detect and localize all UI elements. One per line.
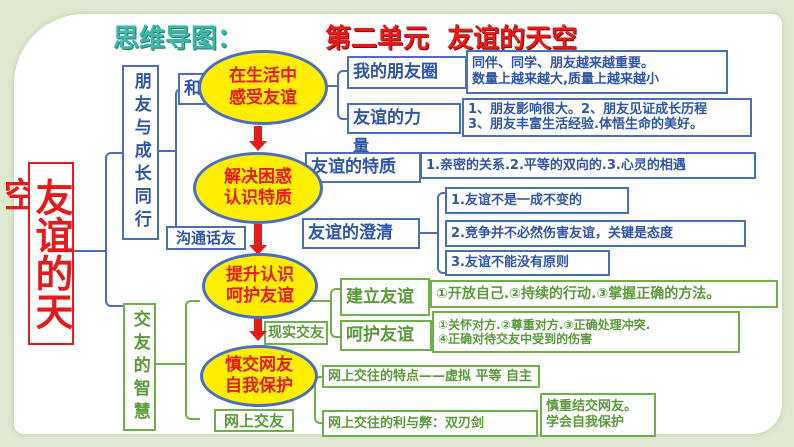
node-online-pros-cons: 网上交往的利与弊：双刃剑: [322, 410, 538, 437]
ellipse-feel-friendship: 在生活中感受友谊: [198, 50, 328, 125]
detail-my-circle: 同伴、同学、朋友越来越重要。数量上越来越大,质量上越来越小: [466, 50, 728, 94]
detail-care-friendship: ①关怀对方.②尊重对方.③正确处理冲突.④正确对待交友中受到的伤害: [432, 311, 740, 353]
node-care-friendship: 呵护友谊: [340, 320, 432, 351]
arrow-down-icon: [249, 318, 267, 341]
title-prefix: 思维导图：: [113, 24, 244, 54]
node-online-advice: 慎重结交网友。学会自我保护: [540, 393, 656, 437]
connector: [74, 250, 106, 252]
detail-friendship-traits: 1.亲密的关系.2.平等的双向的.3.心灵的相遇: [420, 152, 756, 179]
clarify-item: 3.友谊不能没有原则: [445, 250, 610, 276]
arrow-down-icon: [249, 224, 267, 255]
connector: [156, 363, 186, 365]
node-friendship-clarify: 友谊的澄清: [302, 218, 420, 249]
root-node: 友谊的天: [28, 162, 74, 345]
node-friendship-traits: 友谊的特质: [305, 152, 421, 183]
bracket: [185, 300, 200, 420]
sub-node-real-friends: 现实交友: [264, 321, 328, 345]
root-label: 友谊的天: [29, 177, 73, 330]
bracket: [330, 288, 340, 338]
clarify-item: 1.友谊不是一成不变的: [445, 187, 629, 214]
clarify-item: 2.竞争并不必然伤害友谊，关键是态度: [445, 220, 746, 247]
sub-node-online-friends: 网上交友: [214, 409, 294, 432]
connector: [310, 300, 332, 302]
bracket: [175, 88, 185, 238]
detail-build-friendship: ①开放自己.②持续的行动.③掌握正确的方法。: [430, 280, 778, 308]
bracket: [437, 192, 446, 274]
page-title: 第二单元 友谊的天空: [325, 24, 578, 54]
branch-friendship-wisdom: 交友的智慧: [123, 303, 156, 431]
connector: [326, 85, 338, 87]
sub-node-2: 沟通话友: [166, 226, 246, 250]
node-friendship-power-tail: 量: [353, 136, 370, 155]
connector: [420, 232, 438, 234]
ellipse-understand-traits: 解决困惑认识特质: [193, 152, 323, 224]
node-my-circle: 我的朋友圈: [347, 56, 467, 89]
bracket: [314, 376, 322, 424]
node-friendship-power: 友谊的力: [347, 103, 461, 134]
ellipse-protect-friendship: 提升认识呵护友谊: [202, 253, 318, 319]
connector: [159, 150, 177, 152]
bracket: [337, 70, 347, 120]
bracket: [105, 152, 123, 307]
node-build-friendship: 建立友谊: [340, 278, 430, 316]
branch-friends-growth: 朋友与成长同行: [122, 65, 159, 240]
node-online-traits: 网上交往的特点——虚拟 平等 自主: [322, 365, 540, 388]
ellipse-online-caution: 慎交网友自我保护: [200, 345, 318, 407]
arrow-down-icon: [249, 126, 267, 151]
